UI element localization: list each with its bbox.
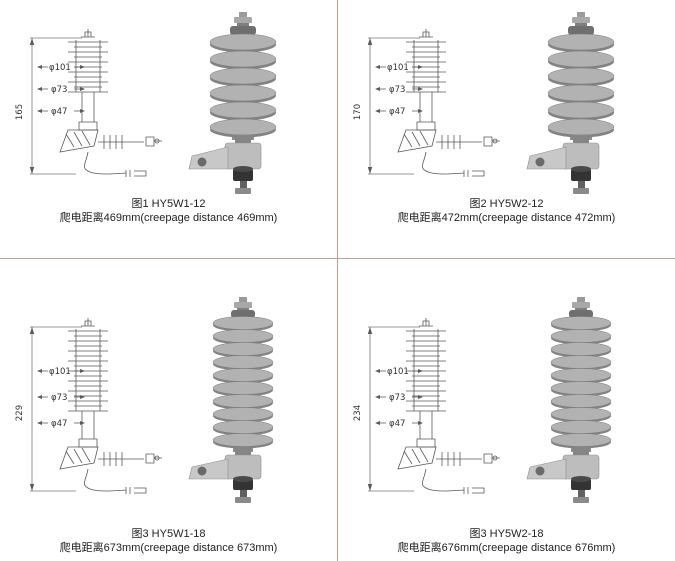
top-stud-drawing: [419, 318, 433, 327]
bottom-terminal: [571, 166, 591, 194]
dimension-arrows: [29, 38, 85, 174]
dia-label-47: φ47: [51, 107, 67, 117]
dia-label-73: φ73: [389, 85, 405, 95]
dimension-arrows: [367, 327, 423, 491]
dimension-arrows: [29, 327, 85, 491]
dia-label-101: φ101: [387, 63, 409, 73]
bracket-hole: [197, 466, 207, 476]
figure-panel-3: φ101 φ73 φ47 229: [0, 259, 337, 561]
caption-creepage: 爬电距离472mm(creepage distance 472mm): [397, 212, 616, 224]
bracket-arm-drawing: [436, 135, 500, 149]
shed-profile-drawing: [406, 329, 446, 412]
caption: 图2 HY5W2-12 爬电距离472mm(creepage distance …: [338, 197, 675, 225]
top-terminal: [568, 12, 594, 35]
disconnect-wire-drawing: [422, 468, 485, 494]
height-dim-label: 170: [353, 104, 363, 120]
mounting-bracket-photo: [526, 142, 600, 170]
dia-label-73: φ73: [51, 85, 67, 95]
bottom-terminal: [233, 476, 253, 503]
dimension-lines: [30, 37, 82, 175]
dimension-drawing: φ101 φ73 φ47 234: [353, 318, 500, 494]
lower-tube-drawing: [416, 411, 436, 448]
top-stud-drawing: [81, 318, 95, 327]
lower-insulator: [573, 447, 589, 457]
caption-title: 图1 HY5W1-12: [131, 198, 206, 210]
top-terminal: [569, 297, 593, 318]
caption-title: 图3 HY5W1-18: [131, 528, 206, 540]
dia-label-73: φ73: [389, 393, 405, 403]
shed-stack: [547, 33, 615, 138]
dia-label-47: φ47: [389, 419, 405, 429]
caption: 图3 HY5W2-18 爬电距离676mm(creepage distance …: [338, 527, 675, 555]
caption-title: 图3 HY5W2-18: [469, 528, 544, 540]
top-stud-drawing: [419, 29, 433, 38]
caption-creepage: 爬电距离676mm(creepage distance 676mm): [397, 542, 616, 554]
top-terminal: [231, 297, 255, 318]
top-stud-drawing: [81, 29, 95, 38]
caption-creepage: 爬电距离469mm(creepage distance 469mm): [59, 212, 278, 224]
shed-stack: [209, 33, 277, 138]
dimension-arrows: [367, 38, 423, 174]
dimension-lines: [368, 37, 420, 175]
bracket-hole: [197, 157, 207, 167]
lower-tube-drawing: [78, 411, 98, 448]
caption: 图1 HY5W1-12 爬电距离469mm(creepage distance …: [0, 197, 337, 225]
bracket-arm-drawing: [436, 452, 500, 466]
shed-stack: [550, 316, 612, 449]
dia-label-47: φ47: [389, 107, 405, 117]
shed-profile-drawing: [68, 329, 108, 412]
caption-creepage: 爬电距离673mm(creepage distance 673mm): [59, 542, 278, 554]
mounting-bracket-photo: [188, 142, 262, 170]
dimension-lines: [30, 326, 82, 492]
mounting-bracket-drawing: [59, 129, 99, 153]
vertical-divider: [337, 0, 338, 561]
top-terminal: [230, 12, 256, 35]
bracket-hole: [535, 157, 545, 167]
dia-label-101: φ101: [387, 367, 409, 377]
mounting-bracket-drawing: [397, 446, 437, 470]
mounting-bracket-drawing: [397, 129, 437, 153]
dimension-drawing: φ101 φ73 φ47 165: [15, 29, 162, 177]
product-photo: [526, 12, 615, 194]
mounting-bracket-drawing: [59, 446, 99, 470]
shed-profile-drawing: [406, 40, 446, 93]
dia-label-101: φ101: [49, 63, 71, 73]
height-dim-label: 165: [15, 104, 25, 120]
dia-label-101: φ101: [49, 367, 71, 377]
shed-stack: [212, 316, 274, 449]
dimension-drawing: φ101 φ73 φ47 170: [353, 29, 500, 177]
height-dim-label: 229: [15, 405, 25, 421]
lower-insulator: [235, 447, 251, 457]
disconnect-wire-drawing: [422, 151, 485, 177]
bottom-terminal: [233, 166, 253, 194]
shed-profile-drawing: [68, 40, 108, 93]
bracket-arm-drawing: [98, 452, 162, 466]
dia-label-73: φ73: [51, 393, 67, 403]
product-photo: [188, 297, 274, 503]
mounting-bracket-photo: [188, 454, 262, 480]
dimension-lines: [368, 326, 420, 492]
bracket-arm-drawing: [98, 135, 162, 149]
height-dim-label: 234: [353, 405, 363, 421]
bottom-terminal: [571, 476, 591, 503]
caption-title: 图2 HY5W2-12: [469, 198, 544, 210]
figure-panel-4: φ101 φ73 φ47 234: [338, 259, 675, 561]
disconnect-wire-drawing: [84, 151, 147, 177]
dia-label-47: φ47: [51, 419, 67, 429]
mounting-bracket-photo: [526, 454, 600, 480]
dimension-drawing: φ101 φ73 φ47 229: [15, 318, 162, 494]
figure-panel-2: φ101 φ73 φ47 170: [338, 0, 675, 258]
caption: 图3 HY5W1-18 爬电距离673mm(creepage distance …: [0, 527, 337, 555]
bracket-hole: [535, 466, 545, 476]
figure-panel-1: φ101 φ73 φ47 165: [0, 0, 337, 258]
product-photo: [188, 12, 277, 194]
product-photo: [526, 297, 612, 503]
disconnect-wire-drawing: [84, 468, 147, 494]
